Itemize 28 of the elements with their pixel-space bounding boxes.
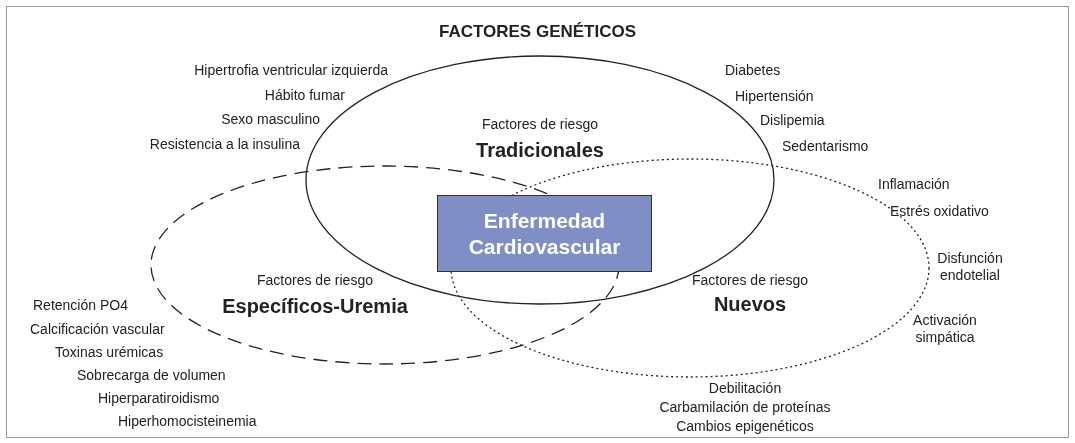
ellipse-heading: Nuevos (712, 292, 788, 316)
risk-factor-text: Diabetes (725, 62, 781, 79)
ellipse-heading: Específicos-Uremia (221, 294, 409, 318)
risk-factor-text: Hiperhomocisteinemia (118, 413, 257, 430)
risk-factor-text: Resistencia a la insulina (149, 136, 300, 153)
risk-factor-text: Hipertensión (735, 88, 814, 105)
risk-factor-text: Dislipemia (760, 112, 825, 129)
risk-factor-text: Inflamación (878, 176, 950, 193)
ellipse-subtitle: Factores de riesgo (481, 116, 599, 133)
risk-factor-text: Retención PO4 (33, 297, 128, 314)
diagram-title: FACTORES GENÉTICOS (437, 22, 638, 42)
ellipse-subtitle: Factores de riesgo (256, 272, 374, 289)
risk-factor-text: Estrés oxidativo (890, 203, 989, 220)
risk-factor-text: Hábito fumar (264, 87, 345, 104)
ellipse-heading: Tradicionales (475, 138, 605, 162)
risk-factor-text: Cambios epigenéticos (675, 418, 815, 435)
risk-factor-text: Sexo masculino (221, 111, 320, 128)
risk-factor-text: Sobrecarga de volumen (77, 367, 226, 384)
risk-factor-text: Hipertrofia ventricular izquierda (194, 62, 388, 79)
risk-factor-text: Debilitación (707, 380, 783, 397)
risk-factor-text: Activación simpática (912, 312, 978, 346)
risk-factor-text: Calcificación vascular (30, 321, 165, 338)
risk-factor-text: Disfunción endotelial (936, 250, 1004, 284)
risk-factor-text: Toxinas urémicas (55, 344, 164, 361)
risk-factor-text: Carbamilación de proteínas (658, 399, 832, 416)
risk-factor-text: Sedentarismo (782, 138, 869, 155)
ellipse-subtitle: Factores de riesgo (691, 272, 809, 289)
risk-factor-text: Hiperparatiroidismo (98, 390, 220, 407)
